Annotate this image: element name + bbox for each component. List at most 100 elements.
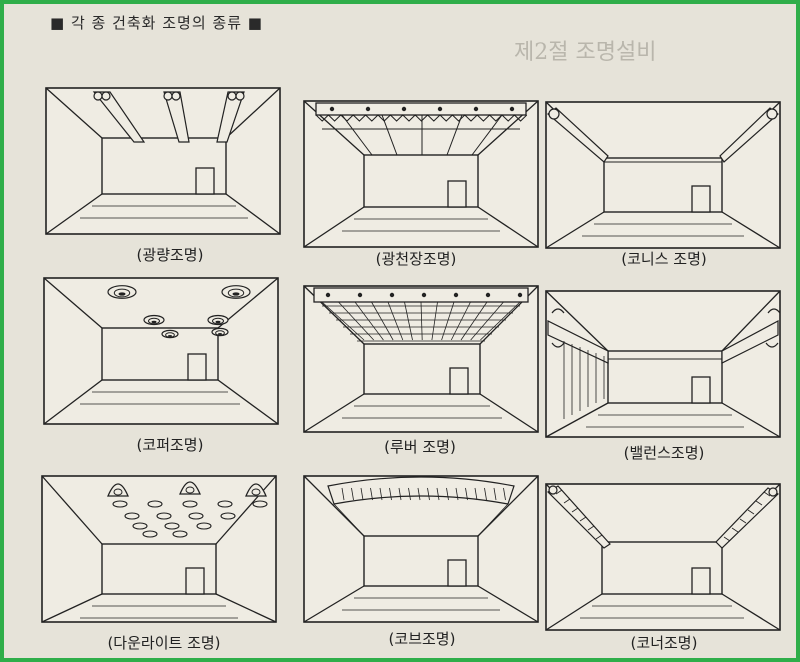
- cove-lamp: [427, 487, 430, 501]
- door: [185, 567, 205, 595]
- page-title: ■ 각 종 건축화 조명의 종류 ■: [50, 14, 263, 32]
- panel-bolt: [509, 106, 515, 112]
- room-edge: [721, 290, 781, 352]
- back-wall: [101, 543, 217, 595]
- coffer-lamp: [215, 330, 225, 336]
- illustration-coffer: [43, 277, 279, 425]
- room-edge: [721, 211, 781, 249]
- cove-lamp: [389, 487, 392, 501]
- tube-end: [93, 91, 103, 101]
- panel-bolt: [329, 106, 335, 112]
- downlight-hole: [196, 522, 212, 530]
- tube-end: [171, 91, 181, 101]
- cove-lamp: [370, 487, 373, 501]
- cove-lamp: [398, 487, 402, 501]
- panel-corner: [544, 482, 782, 632]
- cove-lamp: [351, 487, 354, 501]
- door: [691, 185, 711, 213]
- room-frame: [303, 100, 539, 248]
- up-arrow: [767, 308, 781, 314]
- housing-bolt: [485, 292, 491, 298]
- downlight-hole: [132, 522, 148, 530]
- louver-housing: [313, 287, 529, 303]
- caption-gwangcheonjang: (광천장조명): [375, 250, 457, 268]
- down-arrow: [765, 342, 779, 348]
- room-edge: [545, 211, 605, 249]
- caption-louver: (루버 조명): [384, 438, 456, 456]
- door: [195, 167, 215, 195]
- cove-lamp: [446, 487, 449, 501]
- back-wall: [101, 327, 219, 381]
- housing-bolt: [357, 292, 363, 298]
- downlight-hole: [164, 522, 180, 530]
- tube-end: [101, 91, 111, 101]
- downlight-hole: [188, 512, 204, 520]
- coffer-bulb: [232, 292, 240, 296]
- caption-cove: (코브조명): [388, 630, 456, 648]
- panel-bolt: [365, 106, 371, 112]
- illustration-gwangryang: [45, 87, 281, 235]
- illustration-downlight: [41, 475, 277, 623]
- housing-bolt: [517, 292, 523, 298]
- room-edge: [215, 475, 277, 545]
- tube-segment: [571, 507, 579, 513]
- illustration-corner: [545, 483, 781, 631]
- tube-segment: [555, 489, 563, 495]
- door: [447, 180, 467, 208]
- caption-corner: (코너조명): [630, 634, 698, 652]
- room-frame: [545, 290, 781, 438]
- illustration-cornice: [545, 101, 781, 249]
- back-wall: [363, 535, 479, 587]
- room-edge: [545, 402, 609, 438]
- panel-louver: [302, 284, 540, 434]
- ceiling-panel: [315, 102, 527, 116]
- tube-segment: [763, 491, 771, 497]
- room-edge: [477, 585, 539, 623]
- panel-gwangryang: [44, 86, 282, 236]
- panel-cornice: [544, 100, 782, 250]
- tube-segment: [563, 498, 571, 504]
- housing-bolt: [421, 292, 427, 298]
- coffer-bulb: [218, 333, 222, 335]
- up-arrow: [551, 308, 565, 314]
- panel-bolt: [437, 106, 443, 112]
- cove-lamp: [465, 487, 468, 501]
- coffer-bulb: [168, 335, 172, 337]
- document-page: 제2절 조명설비 ■ 각 종 건축화 조명의 종류 ■ (광량조명) (광천장조…: [4, 4, 796, 658]
- room-edge: [41, 593, 103, 623]
- cove-lamp: [379, 487, 383, 501]
- door: [449, 367, 469, 395]
- door: [187, 353, 207, 381]
- room-frame: [45, 87, 281, 235]
- room-edge: [303, 393, 365, 433]
- cove-lamp: [503, 487, 506, 501]
- room-edge: [45, 193, 103, 235]
- down-arrow: [551, 342, 565, 348]
- tube-segment: [723, 536, 731, 542]
- cove-lamp: [417, 487, 421, 501]
- room-edge: [45, 87, 103, 139]
- room-edge: [225, 87, 281, 139]
- caption-gwangryang: (광량조명): [136, 246, 204, 264]
- tube-end: [768, 487, 778, 497]
- panel-cove: [302, 474, 540, 624]
- ceiling-rib: [381, 114, 398, 156]
- downlight-hole: [220, 512, 236, 520]
- valance-right: [721, 319, 779, 364]
- room-edge: [545, 290, 609, 352]
- downlight-hole: [147, 500, 163, 508]
- cornice-lamp: [766, 108, 778, 120]
- coffer-bulb: [215, 320, 221, 324]
- ceiling-rib: [446, 114, 463, 156]
- room-edge: [303, 585, 365, 623]
- caption-downlight: (다운라이트 조명): [107, 634, 221, 652]
- room-edge: [43, 277, 103, 329]
- panel-valance: [544, 289, 782, 439]
- valance-left: [547, 320, 609, 364]
- room-frame: [43, 277, 279, 425]
- housing-bolt: [325, 292, 331, 298]
- tube-segment: [739, 518, 747, 524]
- zigzag-diffuser: [315, 114, 528, 122]
- illustration-cove: [303, 475, 539, 623]
- coffer-lamp: [165, 332, 175, 338]
